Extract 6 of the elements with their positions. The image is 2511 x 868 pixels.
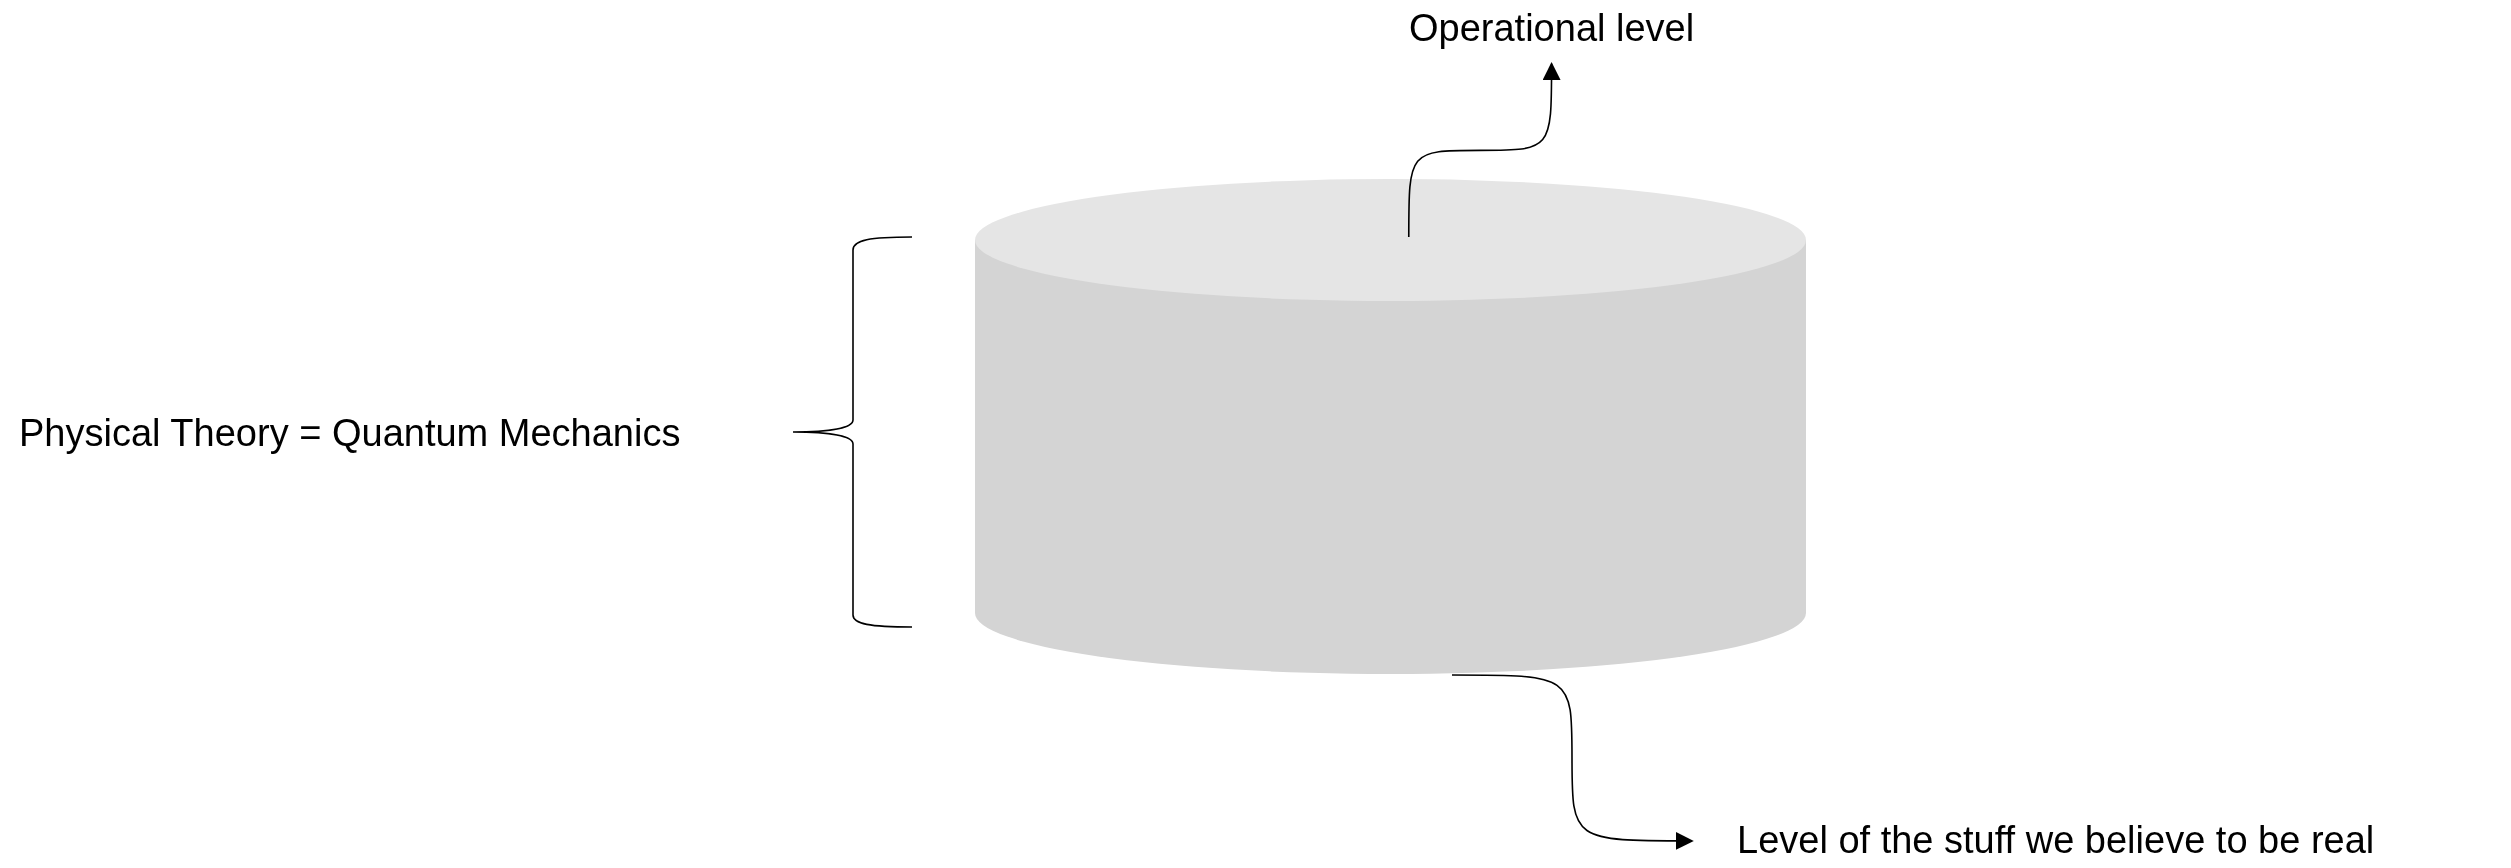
level-label: Level of the stuff we believe to be real: [1737, 820, 2375, 862]
leader-arrow: [1451, 674, 1694, 850]
theory-label: Physical Theory = Quantum Mechanics: [19, 413, 681, 455]
level-label: Operational level: [1409, 8, 1695, 50]
cylinder-drawing: [975, 179, 1806, 674]
leader-arrow: [1408, 62, 1561, 238]
